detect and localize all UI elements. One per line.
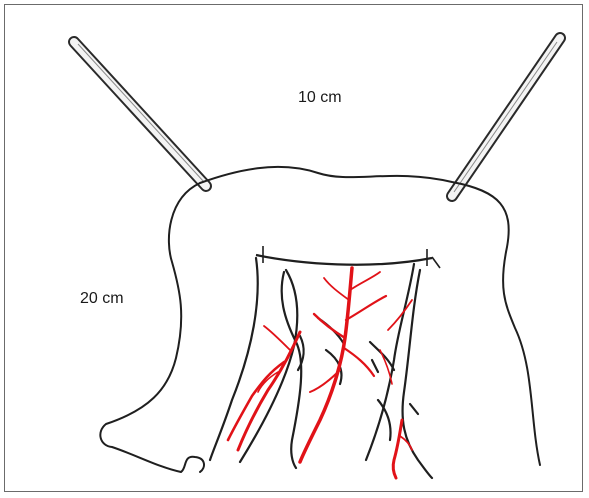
left-forceps-icon (74, 42, 206, 186)
right-forceps-icon (452, 38, 560, 196)
mesentery-border (256, 255, 432, 265)
length-dimension-label: 20 cm (80, 290, 124, 308)
vessel-tree (228, 268, 412, 478)
width-dimension-label: 10 cm (298, 89, 342, 107)
